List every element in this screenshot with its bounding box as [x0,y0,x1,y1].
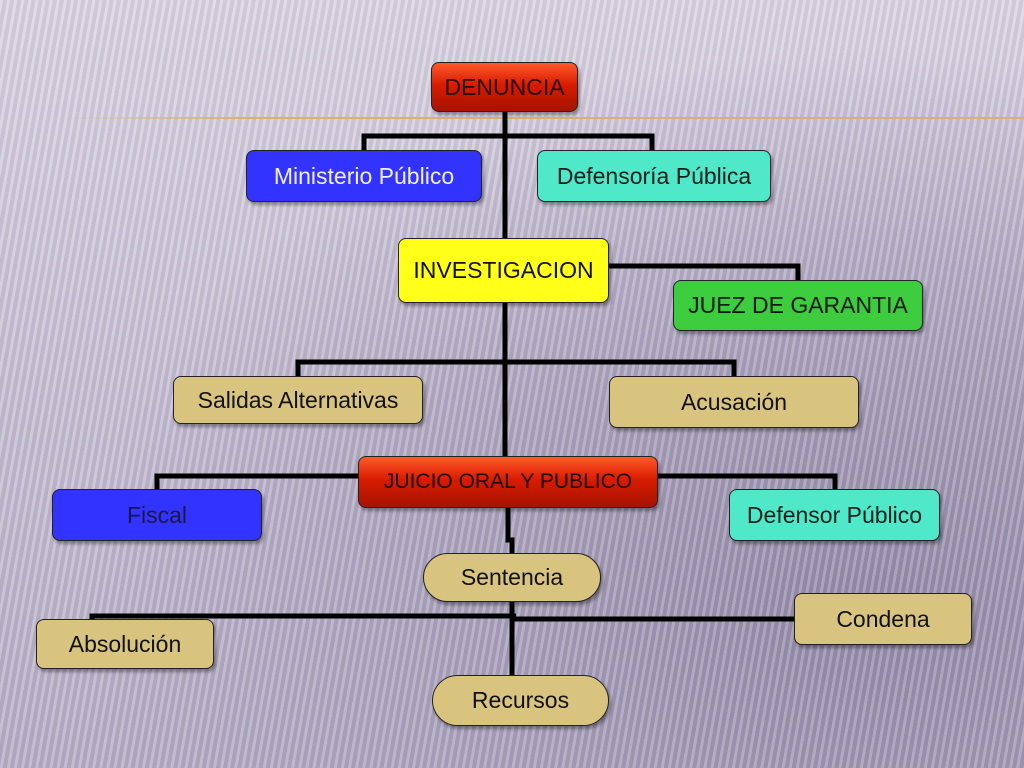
node-absolucion: Absolución [36,619,214,669]
branch-juicio-right [656,473,838,490]
branch-denuncia [361,133,655,150]
branch-juicio-left [154,473,362,490]
node-condena: Condena [794,593,972,645]
node-sentencia: Sentencia [423,553,601,602]
node-recursos: Recursos [432,675,609,726]
decorative-accent-line [60,117,1024,119]
node-investigacion: INVESTIGACION [398,238,609,303]
node-acusacion: Acusación [609,376,859,428]
branch-juez-garantia [608,263,801,280]
node-fiscal: Fiscal [52,489,262,541]
node-juicio-oral-y-publico: JUICIO ORAL Y PUBLICO [358,456,658,508]
node-denuncia: DENUNCIA [431,62,578,112]
node-ministerio-publico: Ministerio Público [246,150,482,202]
trunk-juicio-to-sentencia [505,508,515,553]
node-defensor-publico: Defensor Público [729,489,940,541]
node-juez-de-garantia: JUEZ DE GARANTIA [673,280,923,331]
branch-investigacion [295,359,737,376]
node-salidas-alternativas: Salidas Alternativas [173,376,423,424]
node-defensoria-publica: Defensoría Pública [537,150,771,202]
